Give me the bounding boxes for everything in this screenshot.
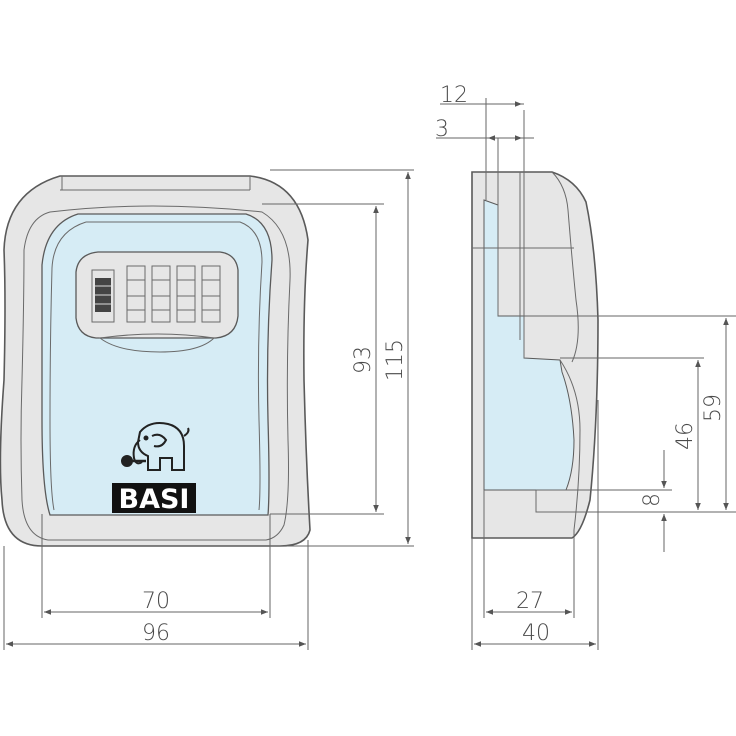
front-inner-frame <box>20 205 291 541</box>
side-inner-lines <box>472 110 574 358</box>
dim-height-b: 59 <box>701 394 726 422</box>
dim-height-a: 46 <box>673 422 698 450</box>
dim-top-offset-b: 3 <box>435 117 449 142</box>
front-dimensions: 93 115 70 96 <box>3 169 414 650</box>
dial-window <box>75 251 239 339</box>
side-bottom-step <box>483 490 586 538</box>
dial-wheels <box>91 265 221 323</box>
dim-outer-height: 115 <box>383 339 408 381</box>
side-dimensions: 12 3 46 59 8 27 40 <box>435 83 736 650</box>
elephant-icon <box>121 422 190 471</box>
logo-text: BASI <box>119 484 190 515</box>
dim-bottom-offset: 8 <box>640 493 665 507</box>
side-view <box>471 110 599 539</box>
dim-inner-depth: 27 <box>516 589 544 614</box>
basi-logo: BASI <box>112 483 196 515</box>
dim-outer-depth: 40 <box>522 621 550 646</box>
dial-window-lip <box>98 333 216 353</box>
dim-inner-width: 70 <box>142 589 170 614</box>
dim-inner-height: 93 <box>351 346 376 374</box>
side-front-lower <box>559 359 581 531</box>
front-panel-inner-edge-left <box>49 221 87 511</box>
dim-outer-width: 96 <box>142 621 170 646</box>
side-front-curve <box>551 171 579 363</box>
side-blue-panel <box>483 199 575 491</box>
front-panel-inner-edge <box>86 221 263 511</box>
front-view: BASI <box>0 175 311 547</box>
dim-top-offset-a: 12 <box>440 83 468 108</box>
